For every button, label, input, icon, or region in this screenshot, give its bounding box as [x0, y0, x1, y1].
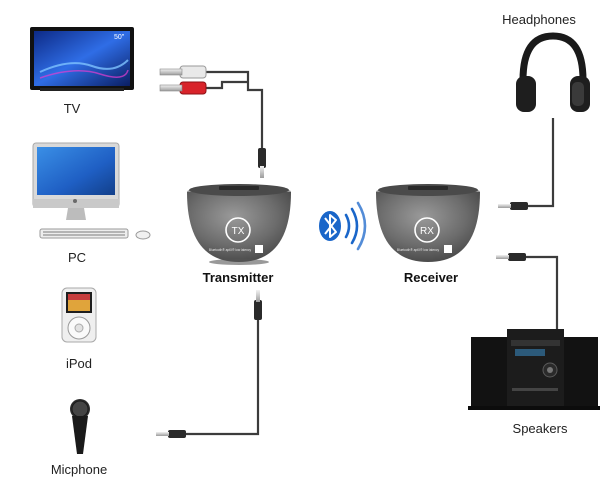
transmitter-label: Transmitter: [203, 270, 274, 285]
rca-cable-red: [205, 80, 248, 90]
ipod-label: iPod: [66, 356, 92, 371]
transmitter-badge-ring: [225, 217, 251, 243]
transmitter-unit: TX Bluetooth® aptX® low latency: [187, 184, 291, 265]
jack-plug-transmitter-bottom: [254, 290, 262, 320]
rca-plug-red: [159, 81, 207, 95]
jack-plug-headphones: [498, 202, 528, 210]
speaker-cable: [520, 255, 559, 330]
transmitter-aptx-logo: [255, 245, 263, 253]
speakers-label: Speakers: [513, 421, 568, 436]
rca-plug-white: [159, 65, 207, 79]
headphone-cable: [522, 118, 555, 208]
headphones-icon: [516, 32, 590, 112]
mic-cable: [182, 318, 260, 436]
jack-plug-speakers: [496, 253, 526, 261]
wireless-signal-icon: [344, 201, 367, 251]
receiver-badge-ring: [414, 217, 440, 243]
receiver-aptx-logo: [444, 245, 452, 253]
transmitter-badge: TX: [232, 226, 245, 237]
microphone-icon: [70, 399, 90, 454]
mic-label: Micphone: [51, 462, 107, 477]
cables: [182, 70, 559, 436]
receiver-unit: RX Bluetooth® aptX® low latency: [376, 184, 480, 262]
bluetooth-icon: [319, 211, 341, 241]
tv-screen-size: 50": [114, 34, 125, 41]
jack-plug-transmitter-top: [258, 148, 266, 178]
headphones-label: Headphones: [502, 12, 576, 27]
pc-icon: [32, 142, 151, 240]
speakers-icon: [468, 329, 600, 410]
receiver-label: Receiver: [404, 270, 458, 285]
pc-label: PC: [68, 250, 86, 265]
rca-cable-white: [205, 70, 264, 160]
tv-label: TV: [64, 101, 81, 116]
receiver-caption: Bluetooth® aptX® low latency: [397, 248, 440, 252]
jack-plug-mic: [156, 430, 186, 438]
ipod-icon: [61, 287, 97, 343]
receiver-badge: RX: [420, 226, 434, 237]
transmitter-caption: Bluetooth® aptX® low latency: [209, 248, 252, 252]
tv-icon: 50": [30, 27, 134, 91]
